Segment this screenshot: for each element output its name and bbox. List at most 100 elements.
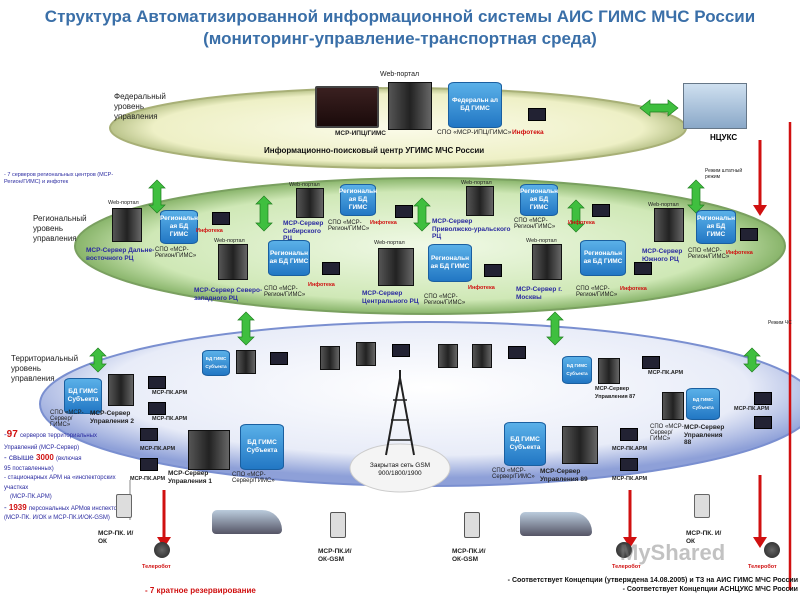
ter-monitor-small-2: [392, 344, 410, 357]
southern-spo-label: СПО «МСР-Регион/ГИМС»: [688, 248, 730, 260]
regional-level-label: Региональный уровень управления: [33, 214, 87, 243]
count-3000: 3000: [36, 453, 54, 462]
count-1939: 1939: [8, 502, 27, 512]
southern-server-icon: [654, 208, 684, 242]
far-east-monitor-icon: [212, 212, 230, 225]
mgmt89-db: БД ГИМС Субъекта: [504, 422, 546, 466]
ncuks-building-icon: [683, 83, 747, 129]
mgmt88-spo-label: СПО «МСР-Сервер/ГИМС»: [650, 424, 684, 442]
count-97-text: серверов территориальных Управлений (МСР…: [4, 433, 98, 451]
regional-servers-note: - 7 серверов региональных центров (МСР-Р…: [4, 172, 114, 185]
mgmt2-arm-label-1: МСР-ПК.АРМ: [152, 390, 188, 396]
count-97: 97: [6, 429, 18, 440]
mgmt1-arm-icon-2: [140, 458, 158, 471]
mgmt89-arm-label-1: МСР-ПК.АРМ: [612, 446, 648, 452]
mgmt89-server-icon: [562, 426, 598, 464]
north-west-spo-label: СПО «МСР-Регион/ГИМС»: [264, 286, 306, 298]
green-arrows: [89, 99, 761, 373]
count-1939-text: персональных АРМов инспектора: [28, 505, 124, 512]
north-west-infoteka: Инфотека: [308, 282, 335, 288]
teleboat-left-label: Телеробот: [142, 564, 171, 570]
mgmt88-arm-label-1: МСР-ПК.АРМ: [734, 406, 770, 412]
southern-db: Региональн ая БД ГИМС: [696, 210, 736, 244]
volga-server-icon: [466, 186, 494, 216]
southern-monitor-icon: [740, 228, 758, 241]
siberian-web-portal: Web-портал: [289, 182, 320, 188]
mgmt2-arm-icon-2: [148, 402, 166, 415]
far-east-spo-label: СПО «МСР-Регион/ГИМС»: [155, 247, 197, 259]
federal-monitor-icon: [528, 108, 546, 121]
north-west-server-label: МСР-Сервер Северо-западного РЦ: [194, 287, 263, 302]
ter-db-small-2: БД ГИМС Субъекта: [562, 356, 592, 384]
teleboat-right-icon: [764, 542, 780, 558]
web-portal-screen: [315, 86, 379, 128]
ter-monitor-small-1: [270, 352, 288, 365]
siberian-monitor-icon: [395, 205, 413, 218]
volga-db: Региональн ая БД ГИМС: [520, 184, 558, 216]
federal-level-label: Федеральный уровень управления: [114, 92, 166, 121]
moscow-monitor-icon: [634, 262, 652, 275]
central-server-icon: [378, 248, 414, 286]
teleboat-mid-label: Телеробот: [612, 564, 641, 570]
mgmt88-arm-icon-1: [754, 392, 772, 405]
boat-right-icon: [520, 512, 592, 536]
north-west-db: Региональн ая БД ГИМС: [268, 240, 310, 276]
moscow-db: Региональн ая БД ГИМС: [580, 240, 626, 276]
mpk-ok-left-device-icon: [116, 494, 132, 518]
mpk-ok-left-label: МСР-ПК. И/ОК: [98, 530, 134, 545]
federal-center-label: Информационно-поисковый центр УГИМС МЧС …: [264, 146, 485, 155]
count-3000-prefix: - свыше: [4, 453, 34, 462]
siberian-infoteka: Инфотека: [370, 220, 397, 226]
ter-monitor-small-3: [508, 346, 526, 359]
title-line-2: (мониторинг-управление-транспортная сред…: [203, 29, 597, 48]
volga-server-label: МСР-Сервер Приволжско-уральского РЦ: [432, 218, 511, 240]
siberian-db: Региональн ая БД ГИМС: [339, 184, 377, 216]
teleboat-right-label: Телеробот: [748, 564, 777, 570]
mpk-ok-right-label: МСР-ПК. И/ОК: [686, 530, 722, 545]
federal-spo-label: СПО «МСР-ИПЦ/ГИМС»: [437, 129, 512, 136]
boat-left-icon: [212, 510, 282, 534]
north-west-monitor-icon: [322, 262, 340, 275]
mpk-gsm-2-label: МСР-ПК.И/ ОК-GSM: [452, 548, 486, 563]
teleboat-mid-icon: [616, 542, 632, 558]
moscow-server-icon: [532, 244, 562, 280]
central-infoteka: Инфотека: [468, 285, 495, 291]
north-west-web-portal: Web-портал: [214, 238, 245, 244]
stations-note: - стационарных АРМ на «инспекторских уча…: [4, 475, 116, 491]
federal-infoteka-label: Инфотека: [512, 129, 544, 136]
mgmt2-spo-label: СПО «МСР-Сервер/ГИМС»: [50, 410, 84, 428]
concept-note-2: - Соответствует Концепции АСНЦУКС МЧС Ро…: [622, 586, 798, 593]
siberian-spo-label: СПО «МСР-Регион/ГИМС»: [328, 220, 370, 232]
federal-web-portal-label: Web-портал: [380, 71, 420, 78]
far-east-server-label: МСР-Сервер Дальне-восточного РЦ: [86, 247, 155, 262]
siberian-server-label: МСР-Сервер Сибирского РЦ: [283, 220, 324, 242]
regime-emergency-label: Режим ЧС: [768, 320, 792, 326]
mgmt2-arm-label-2: МСР-ПК.АРМ: [152, 416, 188, 422]
mgmt1-spo-label: СПО «МСР-Сервер/ГИМС»: [232, 472, 275, 484]
mgmt88-db: БД ГИМС Субъекта: [686, 388, 720, 420]
moscow-web-portal: Web-портал: [526, 238, 557, 244]
title-line-1: Структура Автоматизированной информацион…: [44, 7, 756, 26]
mgmt88-server-icon: [662, 392, 684, 420]
federal-server-icon: [388, 82, 432, 130]
concept-notes: - Соответствует Концепции (утверждена 14…: [440, 576, 798, 594]
ter-db-small-1: БД ГИМС Субъекта: [202, 350, 230, 376]
volga-monitor-icon: [592, 204, 610, 217]
far-east-infoteka: Инфотека: [196, 228, 223, 234]
mgmt89-spo-label: СПО «МСР-Сервер/ГИМС»: [492, 468, 535, 480]
central-monitor-icon: [484, 264, 502, 277]
mgmt89-arm-icon-1: [620, 428, 638, 441]
federal-mcp-label: МСР-ИПЦ/ГИМС: [335, 130, 386, 137]
north-west-server-icon: [218, 244, 248, 280]
mpk-gsm-1-device-icon: [330, 512, 346, 538]
regime-normal-label: Режим штатный режим: [705, 168, 743, 180]
left-stats-note: -97 серверов территориальных Управлений …: [4, 430, 124, 524]
mgmt1-db: БД ГИМС Субъекта: [240, 424, 284, 470]
central-web-portal: Web-портал: [374, 240, 405, 246]
mgmt2-label: МСР-Сервер Управления 2: [90, 410, 135, 425]
southern-infoteka: Инфотека: [726, 250, 753, 256]
central-server-label: МСР-Сервер Центрального РЦ: [362, 290, 419, 305]
mpk-gsm-1-label: МСР-ПК.И/ ОК-GSM: [318, 548, 352, 563]
far-east-web-portal: Web-портал: [108, 200, 139, 206]
mgmt2-server-icon: [108, 374, 134, 406]
